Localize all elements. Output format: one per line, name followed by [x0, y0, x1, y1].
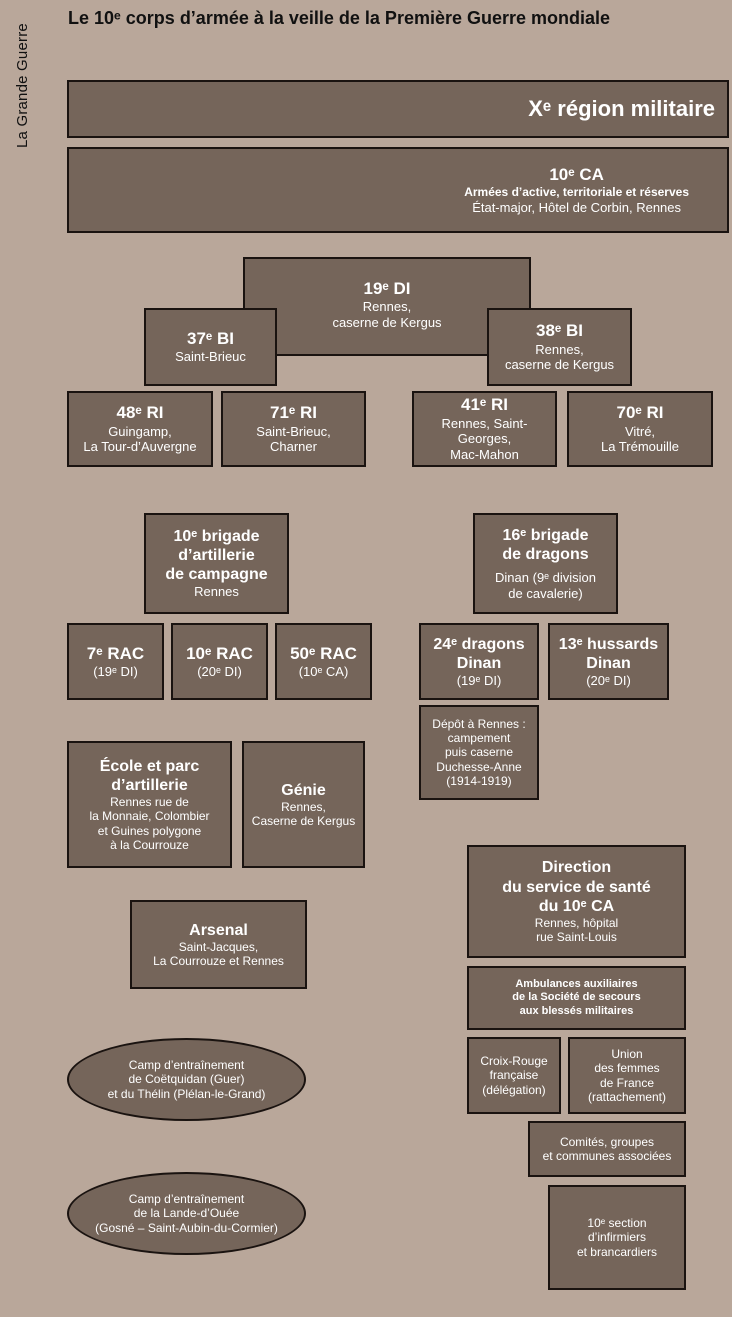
comites-box: Comités, groupes et communes associées	[528, 1121, 686, 1177]
di-detail: Rennes, caserne de Kergus	[332, 299, 442, 330]
genie-detail: Rennes, Caserne de Kergus	[251, 799, 356, 829]
dragons-detail: Dinan (9ᵉ division de cavalerie)	[495, 570, 596, 601]
croix-rouge-text: Croix-Rouge française (délégation)	[480, 1053, 548, 1097]
region-box: Xᵉ région militaire	[67, 80, 729, 138]
ecole-name: École et parc d’artillerie	[99, 757, 200, 794]
artillerie-detail: Rennes	[194, 584, 239, 600]
rac-name: 50ᵉ RAC	[290, 643, 357, 663]
ecole-detail: Rennes rue de la Monnaie, Colombier et G…	[89, 794, 210, 853]
cav-name: 24ᵉ dragons Dinan	[433, 635, 525, 672]
infirmiers-text: 10ᵉ section d’infirmiers et brancardiers	[576, 1215, 658, 1259]
comites-text: Comités, groupes et communes associées	[542, 1134, 672, 1163]
ca-sub: Armées d’active, territoriale et réserve…	[464, 185, 689, 200]
dragons-name: 16ᵉ brigade de dragons	[502, 526, 589, 563]
bi38-name: 38ᵉ BI	[535, 321, 584, 341]
ambulances-text: Ambulances auxiliaires de la Société de …	[512, 978, 641, 1017]
di-name: 19ᵉ DI	[363, 279, 411, 298]
genie-name: Génie	[281, 781, 326, 799]
camp-oval: Camp d’entraînement de Coëtquidan (Guer)…	[67, 1038, 306, 1121]
camp-oval: Camp d’entraînement de la Lande-d’Ouée (…	[67, 1172, 306, 1255]
union-text: Union des femmes de France (rattachement…	[587, 1046, 667, 1104]
cav-detail: (20ᵉ DI)	[586, 672, 631, 688]
di-box: 19ᵉ DI Rennes, caserne de Kergus	[243, 257, 531, 356]
ca-name: 10ᵉ CA	[549, 164, 604, 184]
bi37-detail: Saint-Brieuc	[175, 349, 246, 365]
ri-detail: Saint-Brieuc, Charner	[256, 423, 331, 455]
page-title: Le 10ᵉ corps d’armée à la veille de la P…	[68, 8, 611, 28]
artillerie-box: 10ᵉ brigade d’artillerie de campagne Ren…	[144, 513, 289, 614]
bi38-detail: Rennes, caserne de Kergus	[504, 341, 615, 373]
croix-rouge-box: Croix-Rouge française (délégation)	[467, 1037, 561, 1114]
ri-detail: Guingamp, La Tour-d’Auvergne	[83, 423, 197, 455]
bi38-box: 38ᵉ BI Rennes, caserne de Kergus	[487, 308, 632, 386]
arsenal-detail: Saint-Jacques, La Courrouze et Rennes	[153, 939, 284, 969]
artillerie-name: 10ᵉ brigade d’artillerie de campagne	[165, 527, 268, 584]
rac-detail: (10ᵉ CA)	[298, 663, 349, 679]
sante-detail: Rennes, hôpital rue Saint-Louis	[534, 915, 619, 945]
ca-box: 10ᵉ CA Armées d’active, territoriale et …	[67, 147, 729, 233]
bi37-box: 37ᵉ BI Saint-Brieuc	[144, 308, 277, 386]
cav-detail: (19ᵉ DI)	[456, 672, 502, 688]
sante-box: Direction du service de santé du 10ᵉ CA …	[467, 845, 686, 958]
camp-text: Camp d’entraînement de Coëtquidan (Guer)…	[107, 1057, 266, 1101]
infirmiers-box: 10ᵉ section d’infirmiers et brancardiers	[548, 1185, 686, 1290]
arsenal-box: Arsenal Saint-Jacques, La Courrouze et R…	[130, 900, 307, 989]
region-name: Xᵉ région militaire	[528, 95, 715, 121]
side-label: La Grande Guerre	[14, 23, 31, 148]
ri-box: 48ᵉ RI Guingamp, La Tour-d’Auvergne	[67, 391, 213, 467]
ri-detail: Rennes, Saint-Georges, Mac-Mahon	[441, 415, 528, 462]
ri-name: 70ᵉ RI	[616, 403, 664, 423]
depot-box: Dépôt à Rennes : campement puis caserne …	[419, 705, 539, 800]
depot-text: Dépôt à Rennes : campement puis caserne …	[432, 716, 526, 789]
ri-detail: Vitré, La Trémouille	[600, 423, 680, 455]
ri-name: 41ᵉ RI	[460, 395, 509, 415]
rac-name: 10ᵉ RAC	[186, 643, 253, 663]
ca-detail: État-major, Hôtel de Corbin, Rennes	[472, 199, 682, 215]
arsenal-name: Arsenal	[189, 921, 248, 939]
rac-detail: (19ᵉ DI)	[93, 663, 138, 679]
rac-name: 7ᵉ RAC	[86, 643, 145, 663]
rac-box: 7ᵉ RAC (19ᵉ DI)	[67, 623, 164, 700]
ri-box: 41ᵉ RI Rennes, Saint-Georges, Mac-Mahon	[412, 391, 557, 467]
ri-name: 48ᵉ RI	[116, 403, 164, 423]
ri-box: 70ᵉ RI Vitré, La Trémouille	[567, 391, 713, 467]
ri-box: 71ᵉ RI Saint-Brieuc, Charner	[221, 391, 366, 467]
rac-detail: (20ᵉ DI)	[197, 663, 242, 679]
dragons-box: 16ᵉ brigade de dragons Dinan (9ᵉ divisio…	[473, 513, 618, 614]
cav-box: 24ᵉ dragons Dinan (19ᵉ DI)	[419, 623, 539, 700]
ri-name: 71ᵉ RI	[269, 403, 318, 423]
ecole-box: École et parc d’artillerie Rennes rue de…	[67, 741, 232, 868]
bi37-name: 37ᵉ BI	[186, 329, 235, 348]
camp-text: Camp d’entraînement de la Lande-d’Ouée (…	[95, 1191, 278, 1235]
cav-box: 13ᵉ hussards Dinan (20ᵉ DI)	[548, 623, 669, 700]
ambulances-box: Ambulances auxiliaires de la Société de …	[467, 966, 686, 1030]
rac-box: 50ᵉ RAC (10ᵉ CA)	[275, 623, 372, 700]
genie-box: Génie Rennes, Caserne de Kergus	[242, 741, 365, 868]
rac-box: 10ᵉ RAC (20ᵉ DI)	[171, 623, 268, 700]
union-box: Union des femmes de France (rattachement…	[568, 1037, 686, 1114]
cav-name: 13ᵉ hussards Dinan	[558, 635, 659, 672]
sante-name: Direction du service de santé du 10ᵉ CA	[502, 859, 651, 915]
